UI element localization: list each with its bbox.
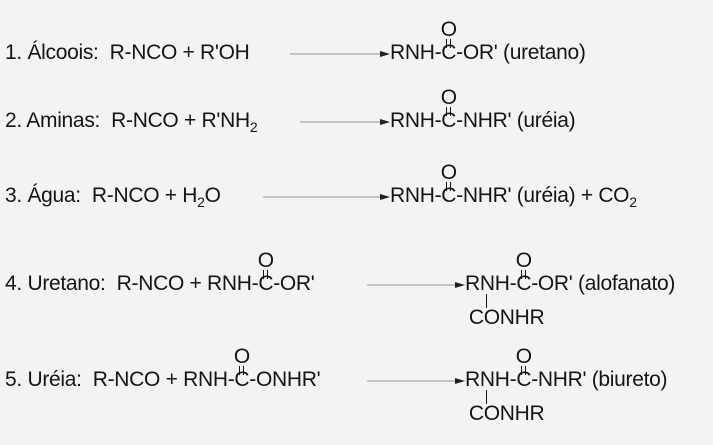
reaction-arrow [290, 51, 390, 57]
carbonyl-oxygen: O [439, 18, 459, 48]
oxygen: O [440, 86, 457, 109]
nitrogen-branch: N CONHR [469, 368, 545, 424]
carbonyl-oxygen: O [439, 161, 459, 191]
subscript: 2 [249, 119, 258, 135]
reactant-text: R-NCO + RNH- [92, 368, 235, 391]
branch: CONHR [469, 294, 545, 328]
oxygen: O [233, 345, 250, 368]
carbon: C [516, 272, 532, 295]
reactant-text: R-NCO + RNH- [116, 272, 259, 295]
arrowhead-icon [455, 282, 465, 288]
branch-group: CONHR [468, 402, 545, 425]
double-bond [446, 107, 452, 116]
reaction-arrow [367, 378, 465, 384]
product-pre2: H- [494, 368, 517, 391]
carbon: C [441, 41, 457, 64]
reactant-text: R-NCO + H [91, 184, 198, 207]
double-bond [239, 366, 245, 375]
carbonyl-oxygen: O [232, 345, 252, 375]
nitrogen: N [479, 272, 495, 295]
reaction-label: 5. Uréia: [5, 368, 82, 391]
product-post: -NHR' (uréia) [456, 109, 576, 132]
arrowhead-icon [380, 119, 390, 125]
reactant-text-end: -ONHR' [249, 368, 321, 391]
product-pre2: H- [494, 272, 517, 295]
oxygen: O [257, 249, 274, 272]
carbonyl-oxygen: O [514, 345, 534, 375]
reactants: 2. Aminas: R-NCO + R'NH2 [5, 109, 258, 135]
subscript: 2 [197, 194, 205, 210]
carbonyl-oxygen: O [514, 249, 534, 279]
product-pre: R [465, 368, 480, 391]
carbon: C [441, 184, 457, 207]
subscript: 2 [629, 194, 637, 210]
oxygen: O [440, 161, 457, 184]
reaction-label: 4. Uretano: [5, 272, 106, 295]
oxygen: O [515, 249, 532, 272]
reaction-arrow [300, 119, 390, 125]
carbonyl-oxygen: O [439, 86, 459, 116]
double-bond [521, 366, 527, 375]
product-pre: RNH- [390, 41, 442, 64]
reactant-text: R-NCO + R'OH [109, 41, 250, 64]
carbon: C [516, 368, 532, 391]
oxygen: O [515, 345, 532, 368]
double-bond [446, 182, 452, 191]
oxygen: O [440, 18, 457, 41]
single-bond [485, 294, 488, 308]
branch: CONHR [469, 390, 545, 424]
reactant-text-end: O [204, 184, 221, 207]
arrowhead-icon [380, 194, 390, 200]
reaction-label: 2. Aminas: [5, 109, 101, 132]
arrowhead-icon [455, 378, 465, 384]
reactants: 3. Água: R-NCO + H2O [5, 184, 221, 210]
arrowhead-icon [380, 51, 390, 57]
product-post: -OR' (uretano) [456, 41, 586, 64]
reactant-text: R-NCO + R'NH [111, 109, 250, 132]
carbon: C [234, 368, 250, 391]
double-bond [521, 270, 527, 279]
single-bond [485, 390, 488, 404]
reaction-arrow [263, 194, 390, 200]
carbon: C [258, 272, 274, 295]
reactants: 1. Álcoois: R-NCO + R'OH [5, 41, 250, 65]
reactant-text-end: -OR' [273, 272, 315, 295]
branch-group: CONHR [468, 306, 545, 329]
reaction-label: 3. Água: [5, 184, 81, 207]
double-bond [446, 39, 452, 48]
product-pre: R [465, 272, 480, 295]
nitrogen: N [479, 368, 495, 391]
carbon: C [441, 109, 457, 132]
carbonyl-oxygen: O [256, 249, 276, 279]
product-pre: RNH- [390, 109, 442, 132]
product-post: -NHR' (biureto) [531, 368, 668, 391]
product-post: -OR' (alofanato) [531, 272, 676, 295]
product-pre: RNH- [390, 184, 442, 207]
double-bond [263, 270, 269, 279]
reaction-label: 1. Álcoois: [5, 41, 99, 64]
reaction-arrow [367, 282, 465, 288]
product-post: -NHR' (uréia) + CO [456, 184, 630, 207]
nitrogen-branch: N CONHR [469, 272, 545, 328]
